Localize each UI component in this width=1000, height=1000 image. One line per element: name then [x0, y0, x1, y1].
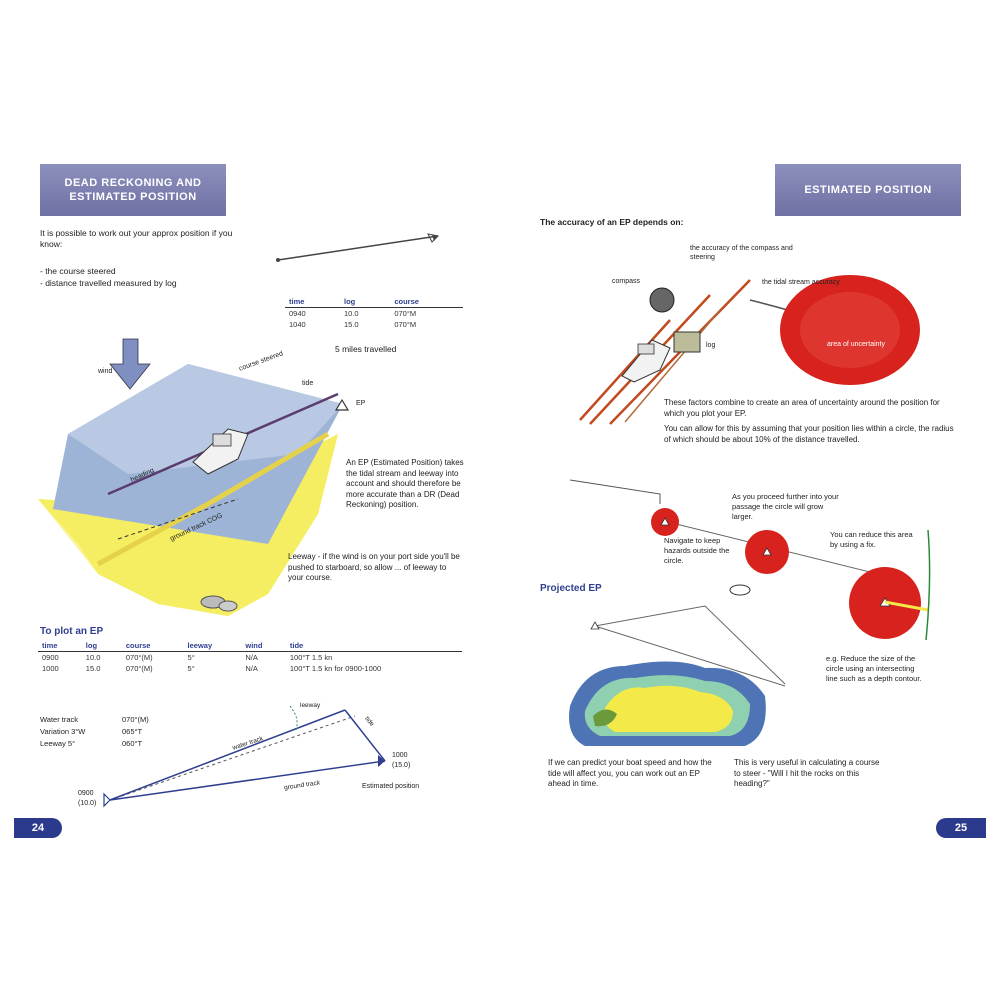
circle-note-3: You can reduce this area by using a fix.: [830, 530, 913, 549]
ep-triangle-icon: [334, 398, 350, 411]
vector-start-time: 0900: [78, 790, 94, 797]
calc-value-1: 070°(M): [122, 715, 149, 724]
cell: 070°(M): [125, 664, 153, 673]
compass-icon: [649, 287, 675, 313]
table-row: 0940 10.0 070°M: [285, 308, 463, 320]
uncertainty-illustration: [579, 275, 920, 425]
boat-icon: [192, 428, 249, 475]
left-bullet-1: - the course steered: [40, 266, 116, 276]
cell: 5°: [187, 653, 195, 662]
col-time: time: [285, 296, 340, 308]
ep-vector-diagram: [103, 705, 386, 808]
table-row: 0900 10.0 070°(M) 5° N/A 100°T 1.5 kn: [38, 652, 462, 664]
col-tide: tide: [285, 640, 462, 652]
col-time: time: [38, 640, 82, 652]
right-para-1: These factors combine to create an area …: [664, 398, 940, 418]
projected-ep-illustration: [569, 605, 786, 746]
projected-ep-heading: Projected EP: [540, 583, 602, 594]
table-row: 1000 15.0 070°(M) 5° N/A 100°T 1.5 kn fo…: [38, 663, 462, 674]
label-ep: EP: [356, 400, 366, 407]
course-line-diagram: [276, 233, 440, 262]
col-course: course: [390, 296, 463, 308]
circle-note-2: Navigate to keep hazards outside the cir…: [664, 536, 730, 565]
cell: 100°T 1.5 kn for 0900-1000: [289, 664, 382, 673]
bottom-right-note: This is very useful in calculating a cou…: [734, 758, 880, 788]
cell: 1040: [289, 320, 306, 329]
bottom-left-note: If we can predict your boat speed and ho…: [548, 758, 712, 788]
plot-ep-heading: To plot an EP: [40, 626, 104, 637]
label-tide: tide: [302, 380, 314, 387]
vector-leeway: leeway: [300, 702, 321, 709]
vector-end-log: (15.0): [392, 762, 411, 769]
right-banner: ESTIMATED POSITION: [775, 164, 961, 216]
left-banner: DEAD RECKONING AND ESTIMATED POSITION: [40, 164, 226, 216]
cell: 15.0: [85, 664, 101, 673]
col-log: log: [339, 296, 391, 308]
leeway-note: Leeway - if the wind is on your port sid…: [288, 552, 460, 582]
wind-arrow-icon: [109, 338, 151, 390]
col-course: course: [121, 640, 184, 652]
plot-ep-table: time log course leeway wind tide 0900 10…: [38, 640, 462, 674]
top-log-table: time log course 0940 10.0 070°M 1040 15.…: [285, 296, 463, 330]
cell: 070°(M): [125, 653, 153, 662]
cell: 15.0: [343, 320, 359, 329]
cell: N/A: [245, 664, 258, 673]
label-wind: wind: [98, 368, 113, 375]
callout-compass-steering: the accuracy of the compass and steering: [690, 245, 793, 261]
cell: 070°M: [394, 320, 417, 329]
cell: 5°: [187, 664, 195, 673]
right-page-number: 25: [936, 818, 986, 838]
col-log: log: [81, 640, 122, 652]
cell: 10.0: [343, 309, 359, 318]
growing-circles-diagram: [569, 479, 931, 641]
callout-compass: compass: [612, 278, 641, 285]
col-leeway: leeway: [183, 640, 242, 652]
calc-line-2: Variation 3°W: [40, 727, 86, 736]
callout-area: area of uncertainty: [827, 341, 885, 348]
cell: 1000: [42, 664, 59, 673]
top-note: 5 miles travelled: [335, 344, 397, 354]
calc-value-3: 060°T: [122, 739, 143, 748]
circle-note-4: e.g. Reduce the size of the circle using…: [826, 654, 922, 683]
vector-estimated: Estimated position: [362, 783, 420, 790]
callout-log: log: [706, 342, 716, 349]
vector-start-log: (10.0): [78, 800, 97, 807]
right-intro: The accuracy of an EP depends on:: [540, 217, 684, 227]
circle-note-1: As you proceed further into your passage…: [732, 492, 839, 521]
cell: 0900: [42, 653, 59, 662]
calc-value-2: 065°T: [122, 727, 143, 736]
calc-line-3: Leeway 5°: [40, 739, 76, 748]
left-page-number: 24: [14, 818, 62, 838]
cell: 10.0: [85, 653, 101, 662]
left-bullet-2: - distance travelled measured by log: [40, 278, 177, 288]
cell: 070°M: [394, 309, 417, 318]
calc-line-1: Water track: [40, 715, 79, 724]
cell: 0940: [289, 309, 306, 318]
sea-block-illustration: [38, 338, 350, 616]
callout-tidal: the tidal stream accuracy: [762, 279, 840, 286]
boat-icon: [621, 339, 671, 383]
cell: N/A: [245, 653, 258, 662]
cell: 100°T 1.5 kn: [289, 653, 333, 662]
vector-end-time: 1000: [392, 752, 408, 759]
left-intro: It is possible to work out your approx p…: [40, 228, 233, 249]
table-row: 1040 15.0 070°M: [285, 319, 463, 330]
right-para-2: You can allow for this by assuming that …: [664, 424, 954, 444]
col-wind: wind: [241, 640, 286, 652]
ep-note: An EP (Estimated Position) takes the tid…: [346, 458, 464, 509]
log-icon: [673, 331, 701, 353]
